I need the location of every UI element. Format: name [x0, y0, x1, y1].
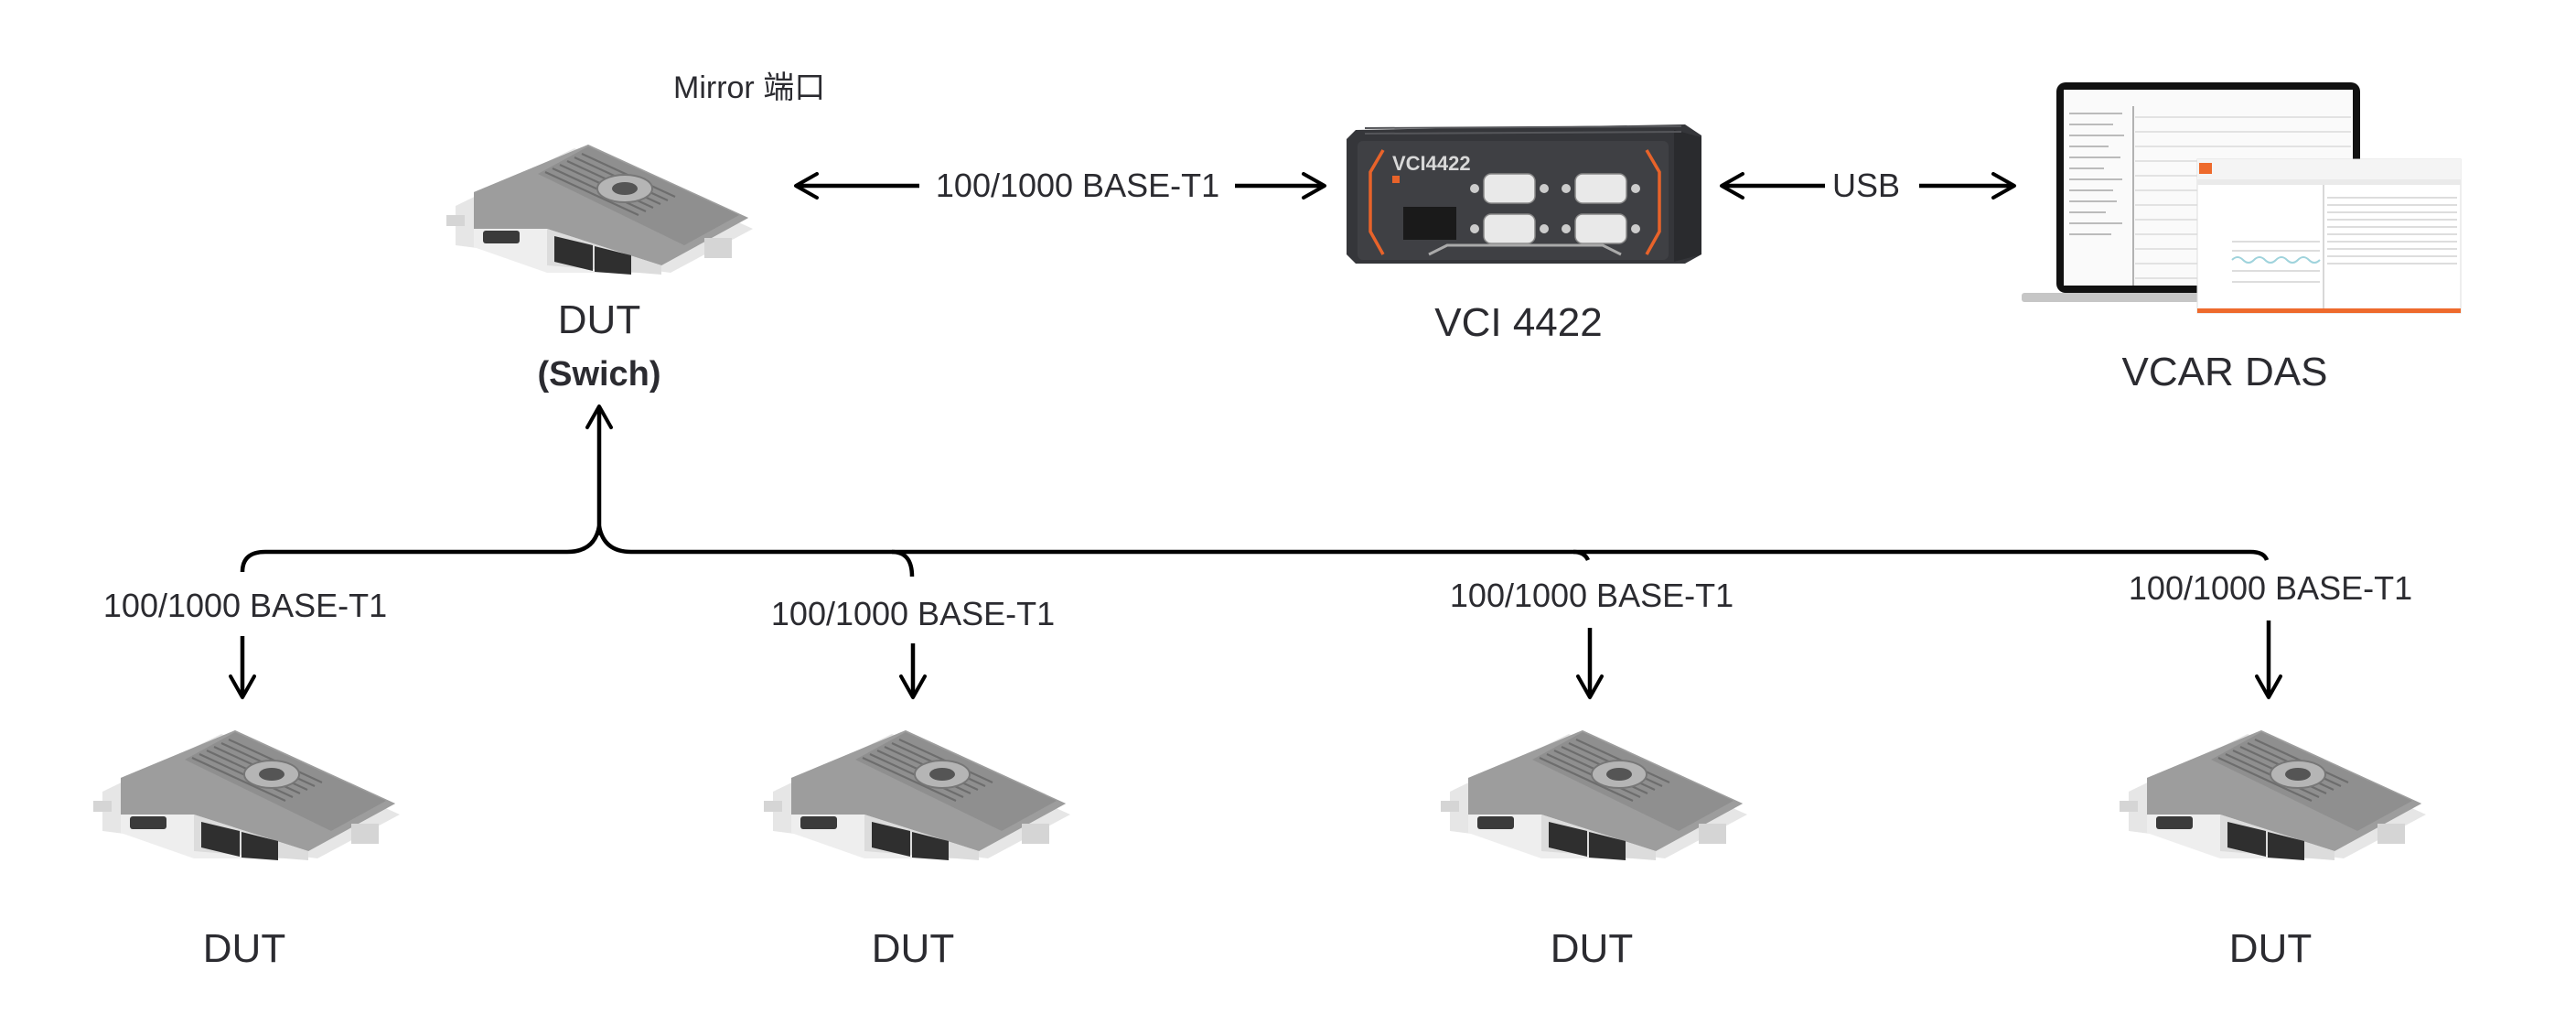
dut-name-4: DUT	[2228, 926, 2313, 971]
switch-dut-device-image	[437, 137, 757, 279]
vci-device-print: VCI4422	[1392, 152, 1471, 175]
bus-branch-2	[891, 549, 915, 577]
dut-device-image-1	[84, 723, 404, 865]
ecu-icon	[1441, 730, 1747, 860]
switch-dut-name: DUT	[557, 297, 641, 342]
link-label-usb: USB	[1831, 167, 1901, 204]
switch-dut-role: (Swich)	[537, 355, 661, 394]
ecu-icon	[2120, 730, 2426, 860]
ecu-icon	[446, 145, 753, 275]
link-label-dut-2: 100/1000 BASE-T1	[770, 595, 1056, 632]
dut-name-1: DUT	[202, 926, 286, 971]
vci-4422-name: VCI 4422	[1434, 300, 1603, 345]
ecu-icon	[93, 730, 400, 860]
dut-device-image-2	[755, 723, 1075, 865]
link-label-switch-vci: 100/1000 BASE-T1	[935, 167, 1220, 204]
vcar-das-software-image	[2022, 81, 2534, 323]
link-label-dut-1: 100/1000 BASE-T1	[102, 587, 388, 624]
link-label-dut-3: 100/1000 BASE-T1	[1449, 577, 1734, 614]
link-label-dut-4: 100/1000 BASE-T1	[2128, 569, 2413, 607]
dut-device-image-4	[2110, 723, 2431, 865]
vcar-das-name: VCAR DAS	[2121, 350, 2328, 394]
bus-branch-3	[1572, 549, 1591, 562]
dut-name-3: DUT	[1550, 926, 1634, 971]
dut-name-2: DUT	[871, 926, 955, 971]
bus-line	[240, 525, 2270, 573]
vci-4422-device-image: VCI4422	[1337, 117, 1712, 268]
ecu-icon	[764, 730, 1070, 860]
dut-device-image-3	[1432, 723, 1752, 865]
mirror-port-label: Mirror 端口	[673, 70, 826, 105]
